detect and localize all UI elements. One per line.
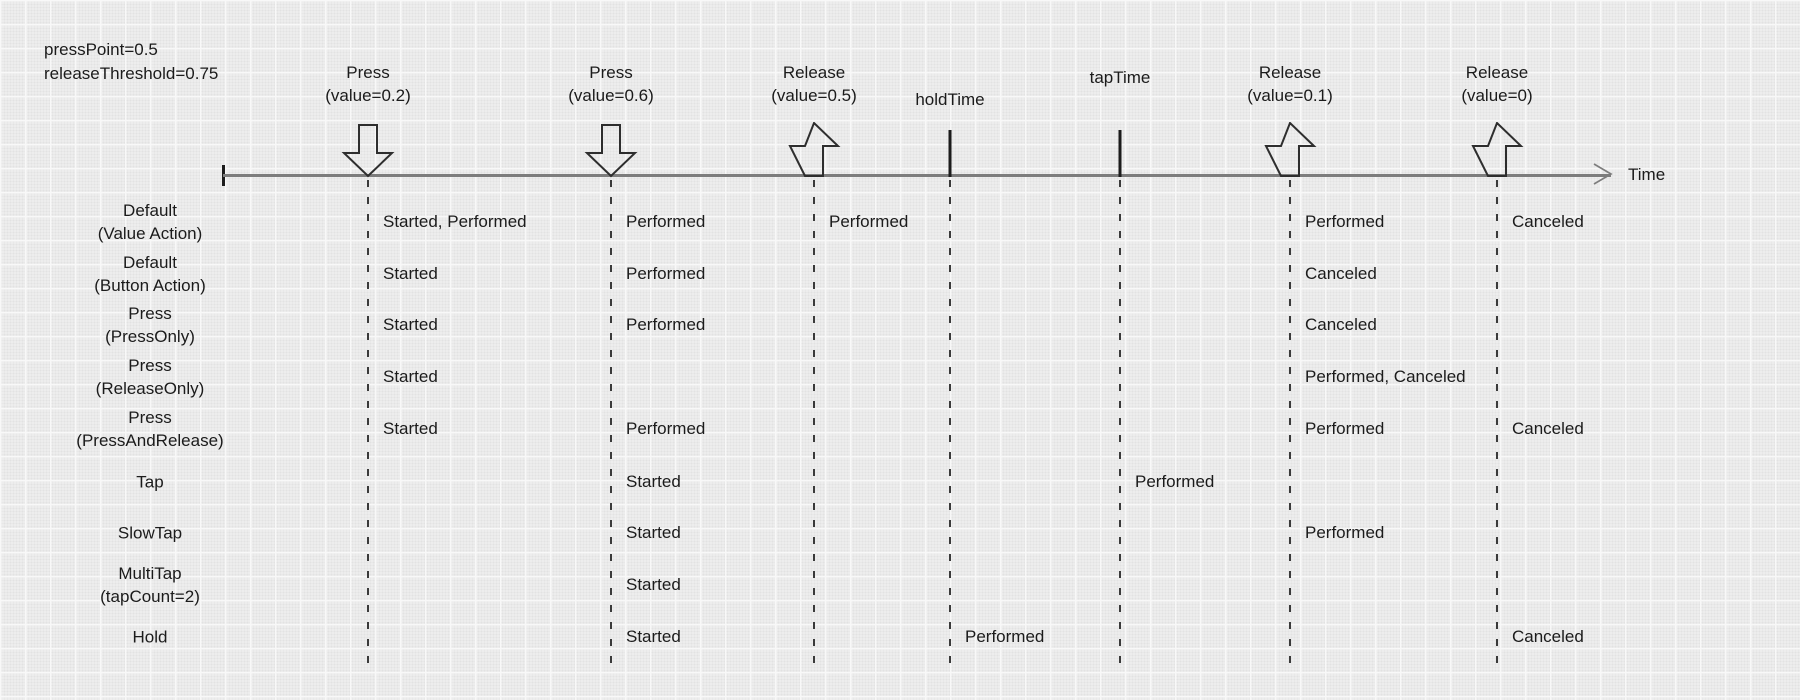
state-cell: Performed, Canceled (1305, 367, 1466, 386)
row-label-line: MultiTap (118, 564, 182, 583)
row-label-line: Tap (136, 472, 164, 492)
row-label-line: Hold (132, 627, 168, 647)
state-cell: Started (626, 627, 681, 646)
state-cell: Canceled (1305, 264, 1377, 283)
time-marker-tick (948, 130, 952, 177)
column-dashed-line (1289, 180, 1291, 668)
column-label-line: Press (346, 63, 390, 82)
column-dashed-line (949, 180, 951, 668)
row-label-line: (PressAndRelease) (76, 431, 224, 450)
row-label-line: (tapCount=2) (100, 587, 200, 606)
time-axis-label: Time (1628, 165, 1666, 184)
column-label-line: (value=0.2) (325, 86, 411, 105)
row-label-line: Default (123, 201, 177, 220)
row-label: Default (Button Action) (94, 251, 206, 297)
row-label: SlowTap (118, 522, 182, 545)
column-dashed-line (367, 180, 369, 668)
column-label-line: Release (1258, 63, 1322, 82)
column-label-c5: tapTime (1090, 66, 1151, 89)
time-marker-tick (1118, 130, 1122, 177)
state-cell: Started (626, 575, 681, 594)
state-cell: Started (626, 523, 681, 542)
column-label-c1: Press (value=0.2) (325, 61, 411, 107)
state-cell: Canceled (1512, 419, 1584, 438)
row-label: Press (PressAndRelease) (76, 406, 223, 452)
column-label-c6: Release (value=0.1) (1247, 61, 1333, 107)
row-label: Default (Value Action) (98, 199, 203, 245)
state-cell: Canceled (1512, 627, 1584, 646)
column-label-line: Release (782, 63, 846, 82)
state-cell: Performed (1305, 212, 1385, 231)
column-label-c2: Press (value=0.6) (568, 61, 654, 107)
column-label-line: (value=0.6) (568, 86, 654, 105)
column-label-c3: Release (value=0.5) (771, 61, 857, 107)
column-label-line: tapTime (1089, 68, 1151, 87)
state-cell: Started (626, 472, 681, 491)
row-label: Press (ReleaseOnly) (96, 354, 205, 400)
press-arrow-down-icon (584, 124, 638, 178)
column-label-line: Press (589, 63, 633, 82)
column-label-c4: holdTime (915, 88, 984, 111)
row-label-line: (Button Action) (94, 276, 206, 295)
column-label-line: Release (1465, 63, 1529, 82)
state-cell: Performed (626, 212, 706, 231)
release-arrow-up-icon (788, 122, 841, 177)
state-cell: Performed (626, 419, 706, 438)
column-label-line: (value=0) (1461, 86, 1533, 105)
row-label: MultiTap (tapCount=2) (100, 562, 200, 608)
column-dashed-line (610, 180, 612, 668)
config-note: pressPoint=0.5 releaseThreshold=0.75 (44, 38, 218, 86)
column-label-line: (value=0.5) (771, 86, 857, 105)
state-cell: Started (383, 315, 438, 334)
release-arrow-up-icon (1264, 122, 1317, 177)
config-note-line: pressPoint=0.5 (44, 40, 158, 59)
state-cell: Canceled (1305, 315, 1377, 334)
row-label-line: (PressOnly) (105, 327, 195, 346)
row-label: Hold (133, 626, 168, 649)
state-cell: Started, Performed (383, 212, 527, 231)
state-cell: Performed (626, 315, 706, 334)
time-axis (223, 174, 1611, 177)
state-cell: Performed (829, 212, 909, 231)
column-dashed-line (813, 180, 815, 668)
state-cell: Started (383, 367, 438, 386)
config-note-line: releaseThreshold=0.75 (44, 64, 219, 83)
row-label-line: (ReleaseOnly) (95, 379, 205, 398)
state-cell: Performed (965, 627, 1045, 646)
state-cell: Performed (626, 264, 706, 283)
column-label-line: holdTime (915, 90, 985, 109)
state-cell: Performed (1135, 472, 1215, 491)
row-label-line: Press (128, 356, 172, 375)
row-label-line: Press (128, 408, 172, 427)
column-dashed-line (1119, 180, 1121, 668)
state-cell: Started (383, 419, 438, 438)
row-label-line: SlowTap (117, 523, 183, 543)
column-label-line: (value=0.1) (1247, 86, 1333, 105)
row-label-line: Default (123, 253, 177, 272)
row-label: Press (PressOnly) (105, 302, 195, 348)
time-axis-arrowhead-icon (1593, 163, 1613, 185)
column-dashed-line (1496, 180, 1498, 668)
state-cell: Performed (1305, 419, 1385, 438)
column-label-c7: Release (value=0) (1461, 61, 1532, 107)
row-label-line: (Value Action) (97, 224, 203, 243)
row-label-line: Press (128, 304, 172, 323)
state-cell: Started (383, 264, 438, 283)
press-arrow-down-icon (341, 124, 395, 178)
row-label: Tap (136, 471, 163, 494)
state-cell: Performed (1305, 523, 1385, 542)
release-arrow-up-icon (1471, 122, 1524, 177)
state-cell: Canceled (1512, 212, 1584, 231)
